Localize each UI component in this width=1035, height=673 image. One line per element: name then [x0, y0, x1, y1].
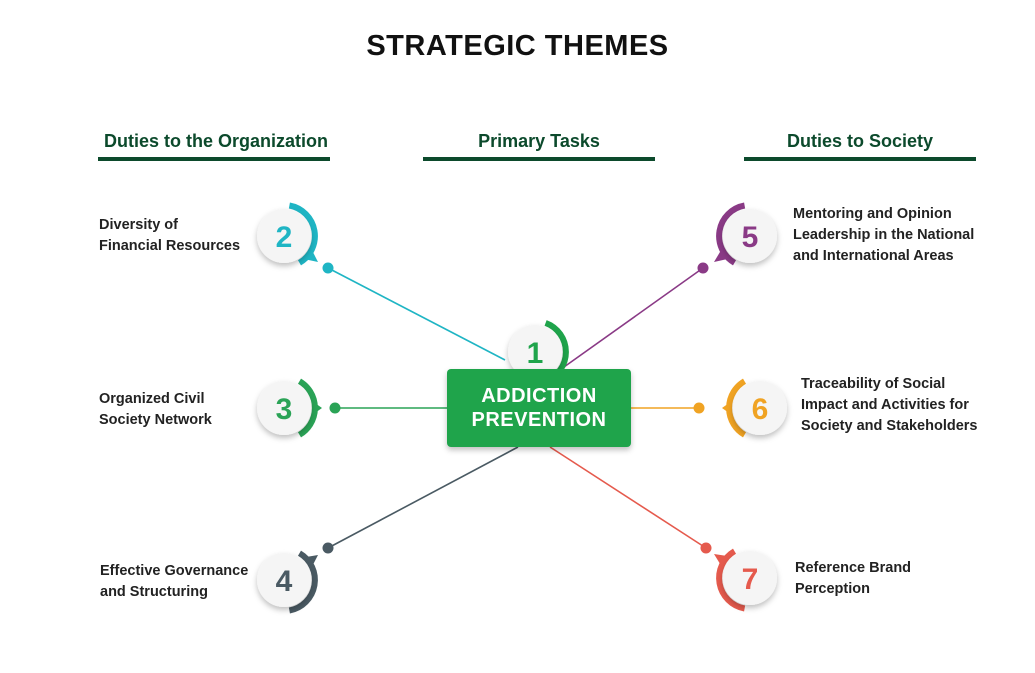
theme-node-7-number: 7: [742, 563, 759, 596]
theme-node-7: 7: [714, 548, 777, 612]
theme-node-5-number: 5: [742, 221, 759, 254]
theme-node-6-number: 6: [752, 393, 769, 426]
theme-node-4-disc: [257, 553, 311, 607]
theme-node-1-disc: [508, 325, 562, 379]
column-underline-society: [744, 157, 976, 161]
theme-label-5: Mentoring and Opinion Leadership in the …: [793, 206, 975, 264]
theme-node-3: 3: [257, 378, 322, 438]
column-underline-organization: [98, 157, 330, 161]
theme-node-6: 6: [722, 378, 787, 438]
theme-node-5: 5: [714, 202, 777, 266]
connector-dot-6: [693, 402, 705, 414]
theme-node-3-disc: [257, 381, 311, 435]
theme-node-7-pointer: [714, 554, 731, 569]
connector-line-4: [327, 446, 519, 549]
theme-label-6: Traceability of Social Impact and Activi…: [801, 376, 978, 434]
theme-node-4-pointer: [302, 555, 318, 569]
theme-node-3-pointer: [312, 400, 322, 416]
theme-node-3-number: 3: [276, 393, 293, 426]
column-heading-organization: Duties to the Organization: [103, 131, 328, 151]
theme-node-4: 4: [257, 550, 318, 614]
connector-dot-7: [700, 542, 712, 554]
theme-node-4-number: 4: [276, 565, 293, 598]
theme-label-7: Reference Brand Perception: [795, 560, 912, 597]
column-heading-society: Duties to Society: [786, 131, 934, 151]
center-label-line-1: ADDICTION: [481, 385, 597, 407]
connector-line-5: [563, 267, 704, 368]
connector-dot-5: [697, 262, 709, 274]
theme-node-7-disc: [723, 551, 777, 605]
column-heading-primary-tasks: Primary Tasks: [478, 131, 600, 151]
theme-label-3: Organized Civil Society Network: [99, 391, 212, 428]
theme-node-1: 1: [508, 320, 569, 384]
connector-dot-3: [329, 402, 341, 414]
theme-node-6-disc: [733, 381, 787, 435]
theme-node-6-pointer: [722, 400, 732, 416]
theme-node-2: 2: [257, 202, 318, 266]
connector-line-7: [549, 446, 707, 549]
theme-node-2-number: 2: [276, 221, 293, 254]
center-label-line-2: PREVENTION: [471, 409, 607, 431]
page-title: STRATEGIC THEMES: [366, 30, 669, 62]
theme-node-2-pointer: [302, 247, 318, 262]
theme-node-2-disc: [257, 209, 311, 263]
column-underline-primary-tasks: [423, 157, 655, 161]
addiction-prevention-box: ADDICTION PREVENTION: [447, 369, 631, 447]
theme-label-2: Diversity of Financial Resources: [99, 217, 241, 254]
connector-dot-4: [322, 542, 334, 554]
theme-node-5-pointer: [714, 246, 732, 262]
theme-label-4: Effective Governance and Structuring: [100, 563, 249, 600]
theme-node-5-disc: [723, 209, 777, 263]
connector-line-2: [327, 267, 506, 361]
theme-node-1-number: 1: [527, 337, 544, 370]
connector-dot-2: [322, 262, 334, 274]
